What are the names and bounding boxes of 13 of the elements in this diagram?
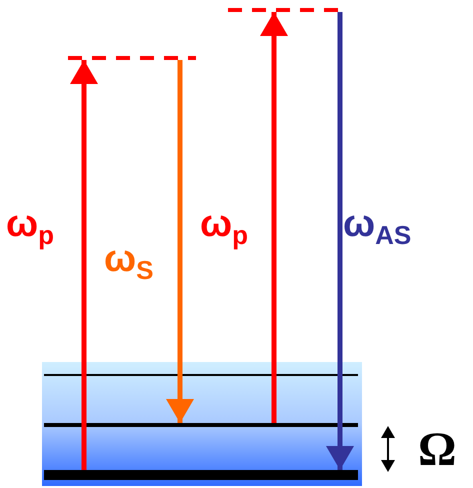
edge-label: ω$_{S}$ xyxy=(104,240,154,283)
arrow xyxy=(70,60,98,470)
edge-label: ω$_{p}$ xyxy=(6,205,54,248)
arrow xyxy=(166,60,194,423)
energy-band xyxy=(42,362,362,486)
edge-label: ω$_{p}$ xyxy=(200,205,248,248)
energy-level xyxy=(44,423,358,427)
frequency-label: Ω xyxy=(418,426,456,474)
arrow xyxy=(326,12,354,470)
edge-label: ω$_{AS}$ xyxy=(343,205,412,248)
arrow xyxy=(260,12,288,423)
energy-level xyxy=(44,470,358,480)
virtual-level xyxy=(68,56,196,60)
